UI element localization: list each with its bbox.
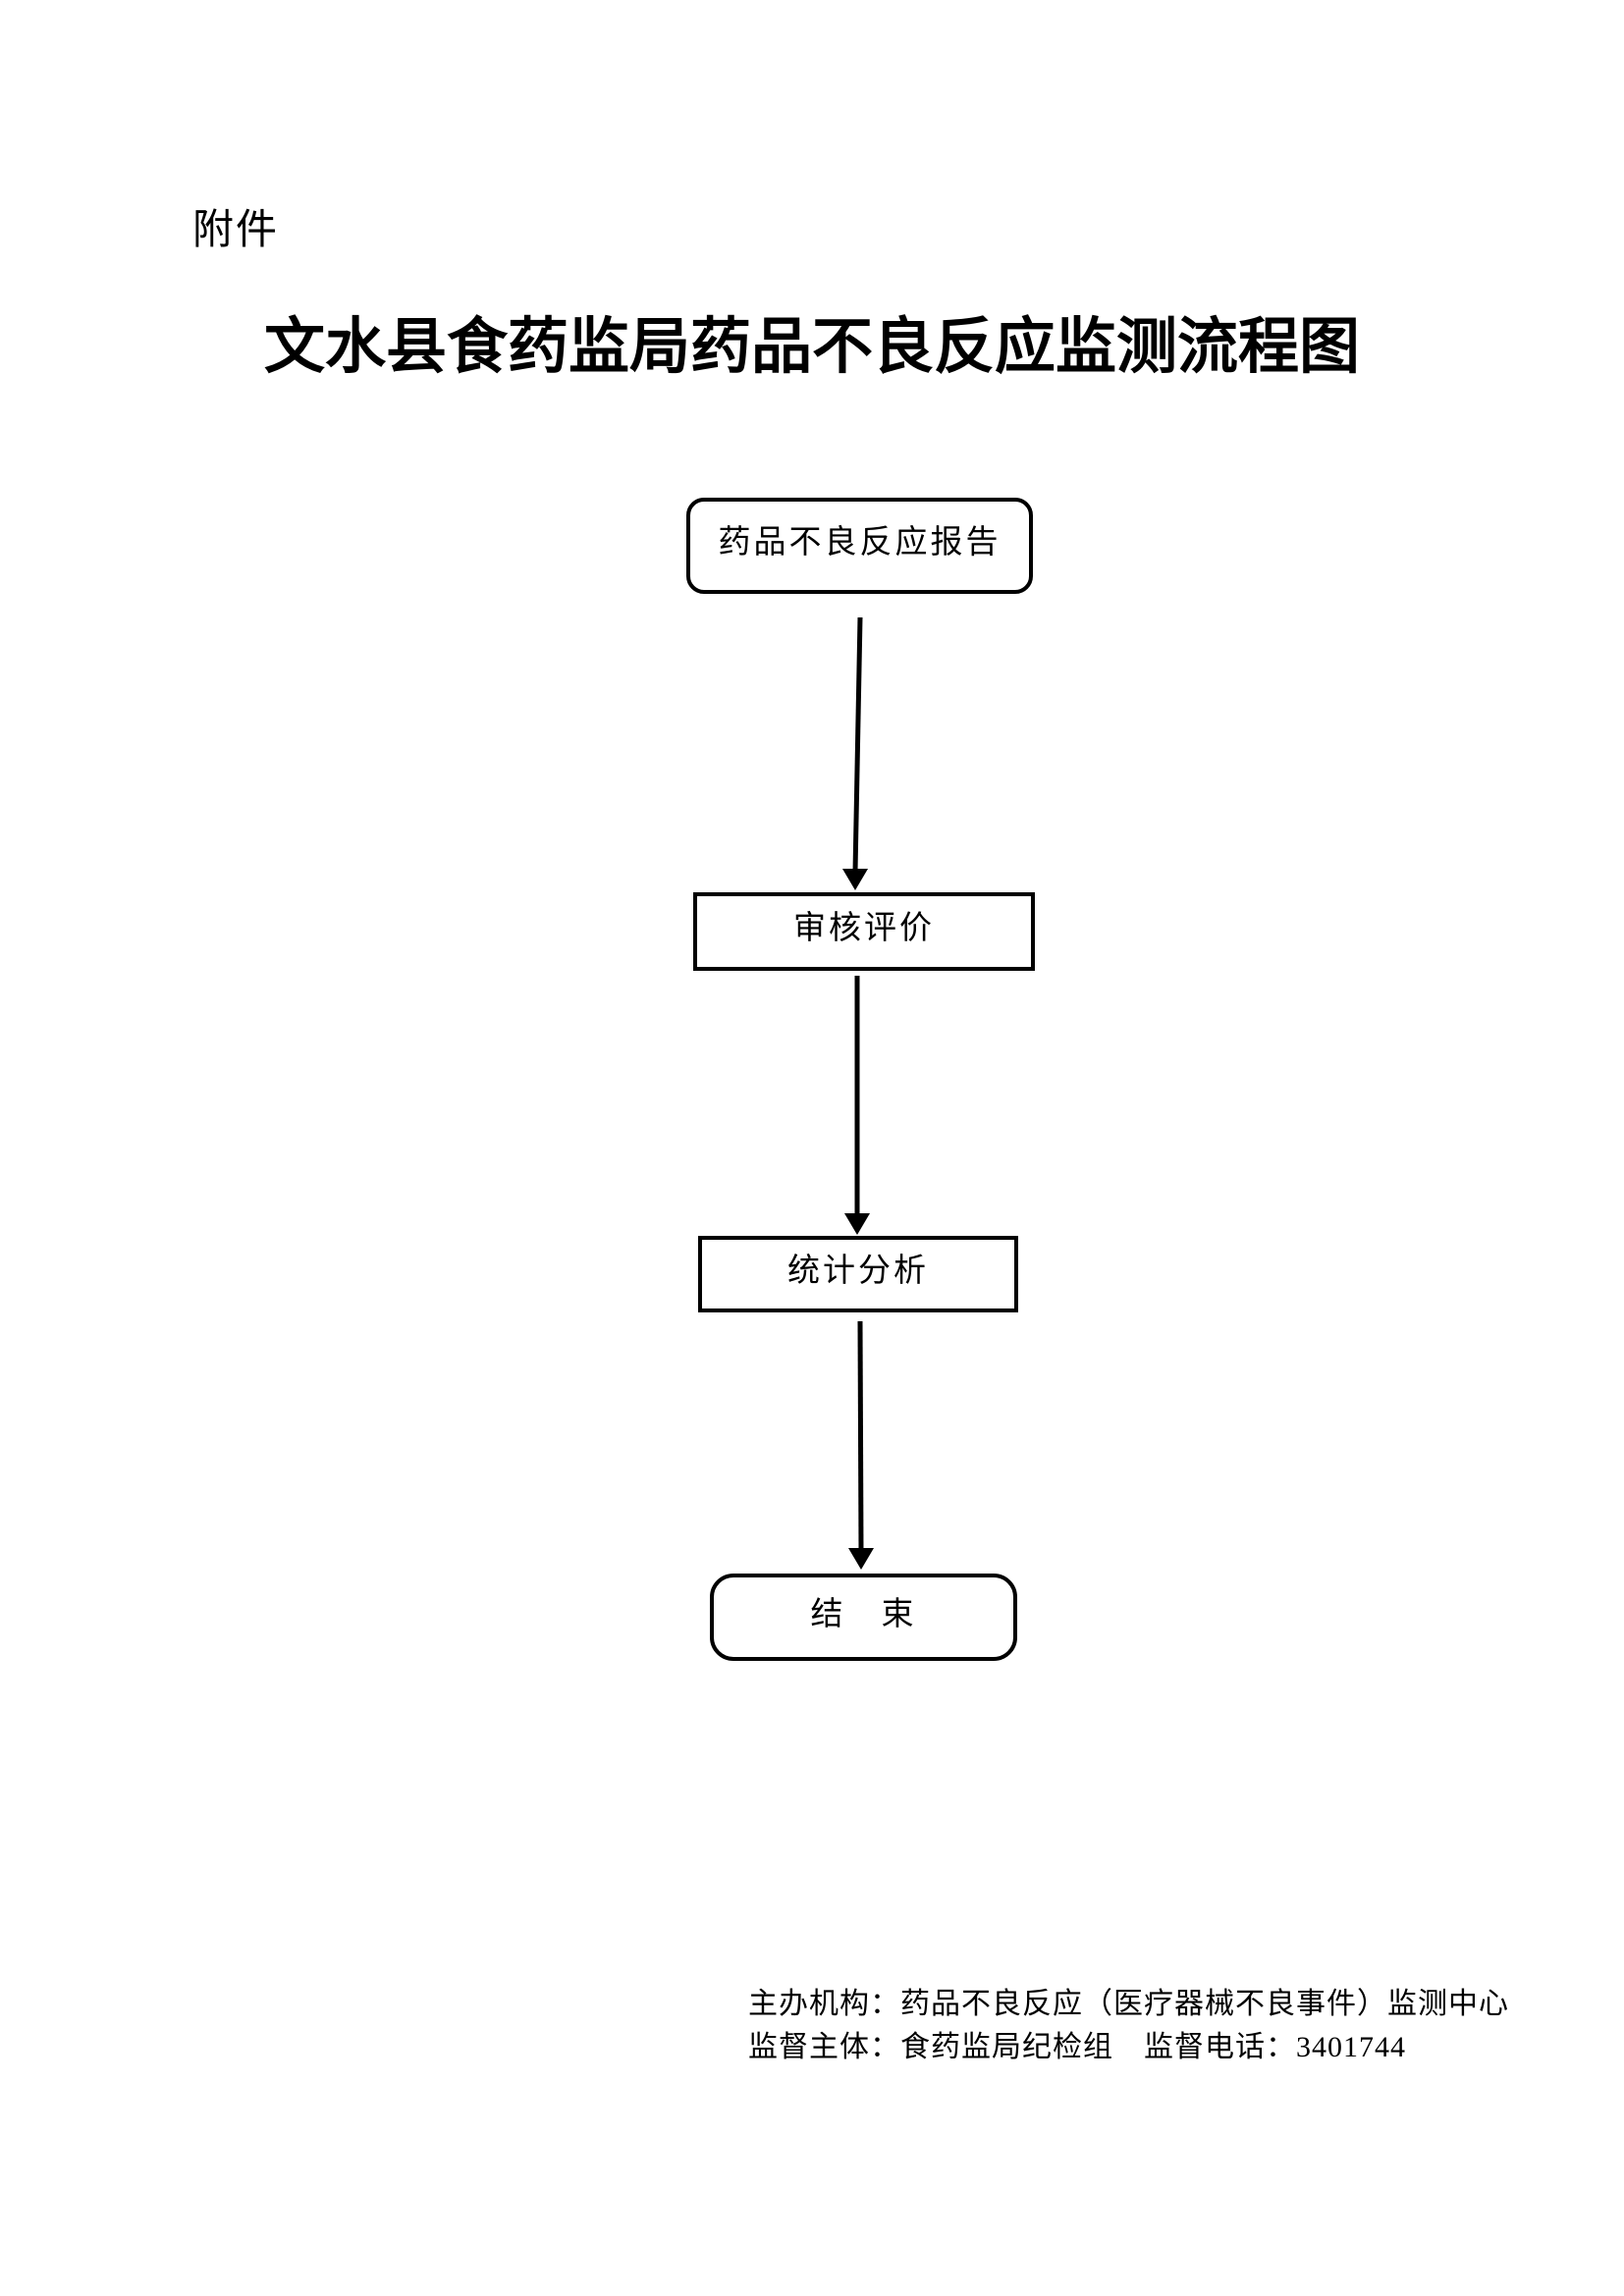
footer-supervisor-line: 监督主体：食药监局纪检组 监督电话：3401744 [748,2031,1406,2063]
page-title: 文水县食药监局药品不良反应监测流程图 [263,314,1360,381]
arrow-review-to-analysis-icon [844,976,870,1235]
flow-node-end: 结 束 [710,1574,1017,1661]
flow-node-analysis-label: 统计分析 [787,1254,929,1289]
flow-node-end-label: 结 束 [810,1596,917,1632]
flow-node-report: 药品不良反应报告 [686,498,1033,594]
flow-node-report-label: 药品不良反应报告 [718,525,1001,561]
arrow-analysis-to-end-icon [848,1320,874,1570]
flow-node-analysis: 统计分析 [698,1236,1018,1312]
footer: 主办机构：药品不良反应（医疗器械不良事件）监测中心 监督主体：食药监局纪检组 监… [748,1983,1509,2069]
flow-node-review: 审核评价 [693,892,1035,971]
arrow-report-to-review-icon [842,616,868,890]
footer-organizer-line: 主办机构：药品不良反应（医疗器械不良事件）监测中心 [748,1988,1509,2020]
flow-node-review-label: 审核评价 [793,911,935,946]
attachment-label: 附件 [192,208,280,253]
